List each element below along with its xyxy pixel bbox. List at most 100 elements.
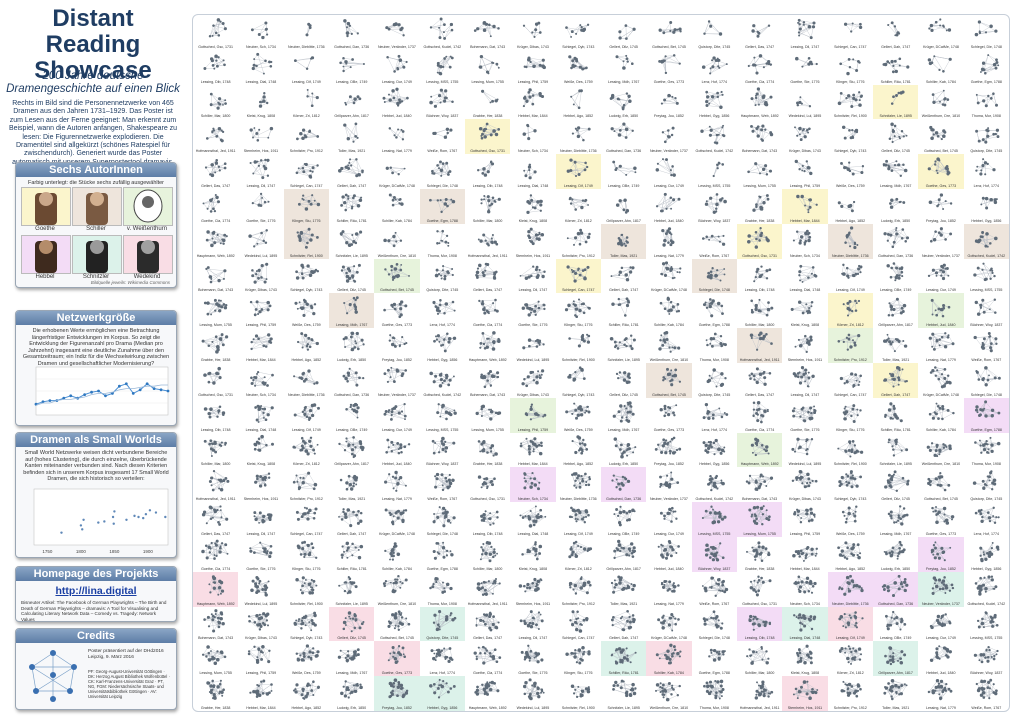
network-label: Schiller, Mar, 1800 — [744, 671, 775, 676]
network-cell: Goethe, Cla, 1774 — [737, 50, 782, 85]
network-graph — [477, 160, 495, 177]
network-graph — [615, 371, 631, 385]
network-label: Sternheim, Hos, 1911 — [787, 705, 823, 710]
network-cell: Büchner, Woy, 1837 — [964, 641, 1009, 676]
network-graph — [610, 575, 636, 594]
network-cell: Hebbel, Mar, 1844 — [510, 433, 555, 468]
network-graph — [974, 127, 1000, 145]
network-label: Krüger, Dibas, 1743 — [789, 497, 821, 502]
network-graph — [343, 122, 359, 144]
portrait-name: Schiller — [86, 226, 106, 232]
network-cell: Wedekind, Lul, 1895 — [782, 433, 827, 468]
network-label: Lessing, Dur, 1749 — [653, 531, 684, 536]
network-graph — [342, 610, 365, 632]
homepage-link[interactable]: http://lina.digital — [55, 585, 137, 597]
network-label: Neuber, Veränder, 1737 — [921, 601, 960, 606]
network-cell: Toller, Mas, 1921 — [873, 676, 918, 711]
network-graph — [382, 87, 410, 107]
network-label: Gottsched, Bet, 1745 — [652, 44, 686, 49]
network-label: Neuber, Veränder, 1737 — [649, 497, 688, 502]
network-cell: Gellert, Dilz, 1745 — [601, 363, 646, 398]
network-label: Krüger, DCatMe, 1748 — [379, 531, 415, 536]
network-label: Sternheim, Hos, 1911 — [515, 253, 551, 258]
network-label: Weißenthurn, Dre, 1810 — [649, 357, 689, 362]
network-label: Lessing, Dib, 1748 — [200, 427, 231, 432]
network-label: Lessing, MSS, 1755 — [698, 183, 731, 188]
network-graph — [205, 127, 225, 143]
network-label: Gottsched, Bet, 1745 — [924, 497, 958, 502]
network-cell: Gellert, Dah, 1747 — [873, 15, 918, 50]
network-graph — [609, 91, 632, 110]
network-graph — [929, 402, 955, 420]
team-network-diagram — [29, 650, 77, 702]
network-cell: Lessing, DBe, 1749 — [329, 398, 374, 433]
network-cell: Gellert, Dilz, 1745 — [329, 259, 374, 294]
network-cell: Sternheim, Hos, 1911 — [238, 119, 283, 154]
network-graph — [251, 21, 269, 40]
network-cell: Thoma, Mor, 1908 — [420, 224, 465, 259]
network-graph — [660, 260, 682, 279]
network-cell: Lessing, Mum, 1755 — [737, 502, 783, 537]
network-label: Lessing, Dur, 1749 — [381, 427, 412, 432]
network-cell: Toller, Mas, 1921 — [329, 467, 374, 502]
network-label: Lessing, Mdh, 1767 — [335, 323, 368, 328]
network-label: Krüger, Dibas, 1743 — [789, 149, 821, 154]
network-label: Schnitzler, Rei, 1900 — [289, 253, 323, 258]
network-cell: Goethe, Ste, 1776 — [238, 189, 283, 224]
network-label: Goethe, Egm, 1788 — [698, 323, 730, 328]
network-graph — [712, 161, 724, 178]
network-graph — [793, 507, 816, 524]
network-graph — [431, 436, 456, 455]
network-graph — [428, 197, 455, 214]
network-label: Weiße, Rom, 1767 — [971, 357, 1002, 362]
network-label: Gottsched, Kudel, 1742 — [967, 253, 1006, 258]
network-label: Büchner, Woy, 1837 — [426, 462, 459, 467]
data-point — [48, 399, 52, 402]
network-cell: Lessing, Phil, 1759 — [510, 50, 555, 85]
network-cell: Schnitzler, Lie, 1895 — [329, 224, 374, 259]
network-cell: Schnitzler, Rei, 1900 — [556, 676, 601, 711]
network-graph — [974, 575, 998, 596]
network-cell: Grillparzer, Ahn, 1817 — [601, 537, 646, 572]
network-graph — [473, 646, 502, 666]
network-label: Goethe, Cla, 1774 — [473, 671, 503, 676]
network-label: Schnitzler, Pro, 1912 — [289, 149, 323, 154]
network-graph — [843, 22, 862, 33]
network-label: Bohemann, Dat, 1743 — [198, 636, 234, 641]
network-graph — [564, 298, 591, 319]
network-graph — [842, 300, 860, 317]
network-graph — [248, 645, 271, 665]
network-graph — [974, 158, 996, 176]
network-cell: Schiller, Kab, 1784 — [918, 398, 963, 433]
network-cell: Hofmannsthal, Jed, 1911 — [737, 328, 783, 363]
network-label: Grabbe, Her, 1838 — [472, 462, 503, 467]
network-cell: Lessing, DBe, 1749 — [329, 50, 374, 85]
network-cell: Goethe, Cla, 1774 — [465, 641, 510, 676]
network-label: Wedekind, Lul, 1895 — [788, 462, 822, 467]
network-label: Goethe, Cla, 1774 — [745, 427, 775, 432]
network-label: Lessing, Dur, 1749 — [381, 79, 412, 84]
network-label: Lessing, DBe, 1749 — [335, 427, 368, 432]
tick-label: 1850 — [109, 549, 120, 554]
network-label: Klinger, Stu, 1776 — [292, 566, 321, 571]
network-label: Grabbe, Her, 1838 — [744, 566, 775, 571]
portrait-goethe — [21, 187, 71, 226]
network-label: Gellert, Dah, 1747 — [881, 392, 911, 397]
network-graph — [384, 262, 411, 281]
network-label: Krüger, DCatMe, 1748 — [379, 183, 415, 188]
sidebar: Distant Reading Showcase 200 Jahre deuts… — [0, 0, 186, 724]
network-cell: Kleist, Krug, 1808 — [510, 537, 555, 572]
network-label: Körner, Zri, 1812 — [292, 462, 320, 467]
network-label: Hebbel, Jud, 1840 — [926, 671, 956, 676]
network-cell: Schiller, Kab, 1784 — [374, 189, 419, 224]
network-label: Weißenthurn, Dre, 1810 — [649, 705, 689, 710]
network-cell: Gellert, Das, 1747 — [465, 607, 510, 642]
network-cell: Schiller, Räu, 1781 — [601, 641, 647, 677]
network-cell: Lessing, Dib, 1748 — [737, 606, 783, 642]
network-cell: Lessing, DBe, 1749 — [873, 259, 918, 294]
network-graph — [526, 194, 544, 215]
network-cell: Büchner, Woy, 1837 — [420, 433, 465, 468]
network-cell: Krüger, DCatMe, 1748 — [918, 15, 963, 50]
network-label: Goethe, Egm, 1788 — [426, 566, 458, 571]
data-point — [97, 389, 100, 393]
